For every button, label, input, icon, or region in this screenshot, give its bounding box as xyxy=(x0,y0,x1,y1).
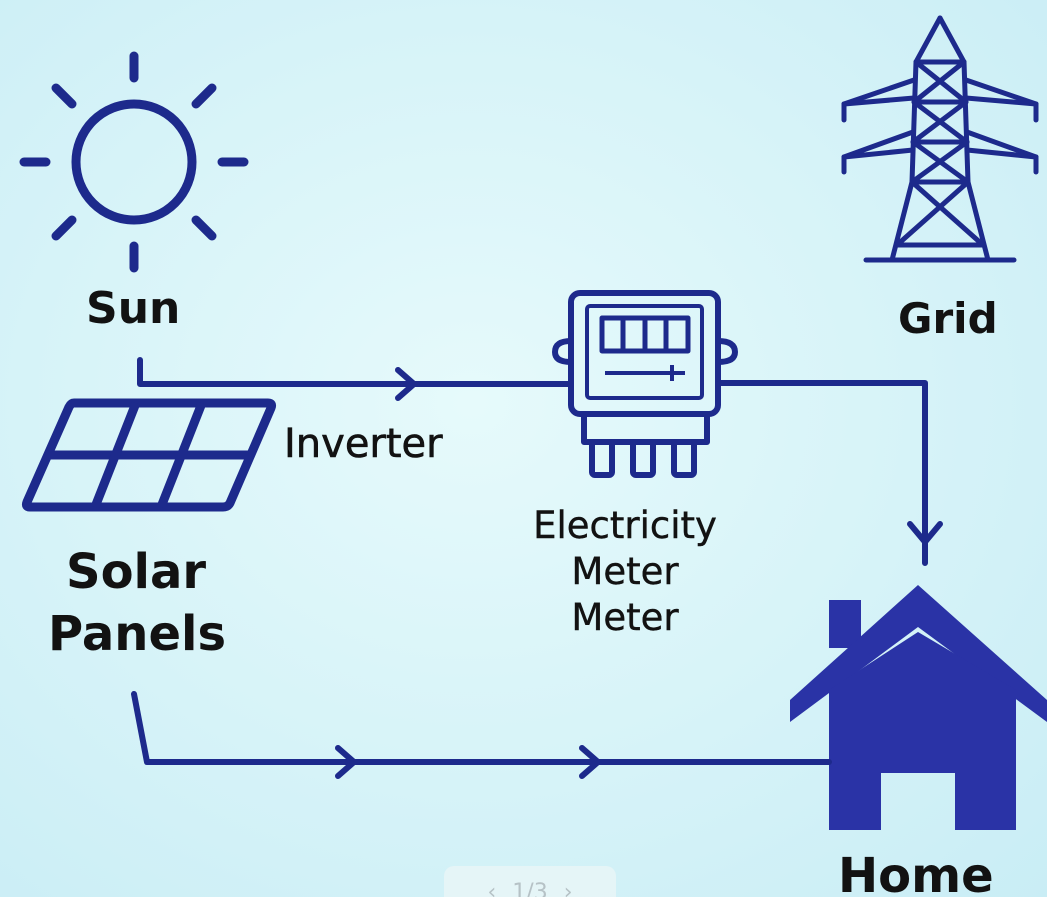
sun-to-meter-line xyxy=(137,357,574,387)
grid-label: Grid xyxy=(898,294,998,343)
home-label: Home xyxy=(838,848,994,897)
image-pager: ‹ 1/3 › xyxy=(444,866,616,897)
pager-prev-button[interactable]: ‹ xyxy=(487,880,497,897)
meter-label-line3: Meter xyxy=(571,596,679,639)
pager-counter: 1/3 xyxy=(512,880,548,897)
meter-to-home-line xyxy=(717,380,928,566)
pager-next-button[interactable]: › xyxy=(563,880,573,897)
meter-label-line2: Meter xyxy=(571,550,679,593)
electricity-meter-icon xyxy=(552,290,738,478)
arrow-right-icon xyxy=(335,745,357,779)
house-icon xyxy=(790,585,1047,830)
flow-lines xyxy=(131,357,928,765)
arrow-right-icon xyxy=(395,367,417,401)
meter-label-line1: Electricity xyxy=(533,504,717,547)
arrow-down-icon xyxy=(907,521,943,545)
flow-arrows xyxy=(335,367,943,779)
solar-to-home-line xyxy=(131,691,832,765)
transmission-tower-icon xyxy=(841,15,1039,263)
solar-label-line2: Panels xyxy=(48,606,227,662)
arrow-right-icon xyxy=(579,745,601,779)
solar-panel-icon xyxy=(21,398,277,512)
solar-label-line1: Solar xyxy=(66,544,207,600)
sun-label: Sun xyxy=(86,283,181,334)
inverter-label: Inverter xyxy=(284,421,443,467)
sun-icon xyxy=(19,51,249,273)
